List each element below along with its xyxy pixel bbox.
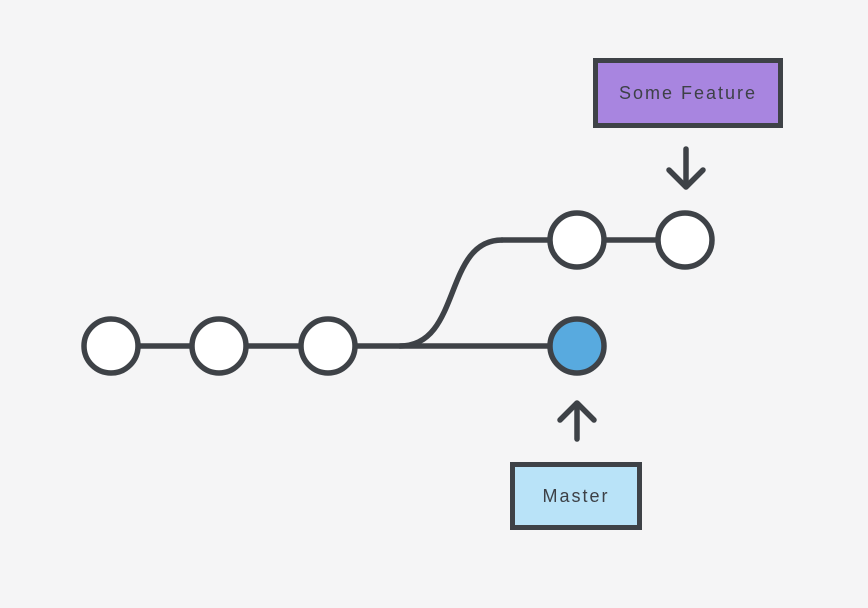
feature-branch-label: Some Feature [618, 82, 758, 103]
commit-node-feature-2 [655, 210, 715, 270]
commit-nodes [81, 210, 715, 376]
master-branch-label-box: Master [510, 462, 642, 530]
commit-node-commit-3 [298, 316, 358, 376]
feature-branch-label-box: Some Feature [593, 58, 783, 128]
down-arrow-icon [666, 146, 706, 190]
master-branch-label: Master [542, 485, 610, 506]
up-arrow-icon [557, 400, 597, 442]
commit-node-commit-2 [189, 316, 249, 376]
commit-node-feature-1 [547, 210, 607, 270]
branch-curve [397, 237, 505, 349]
commit-node-commit-1 [81, 316, 141, 376]
commit-node-master-head [547, 316, 607, 376]
